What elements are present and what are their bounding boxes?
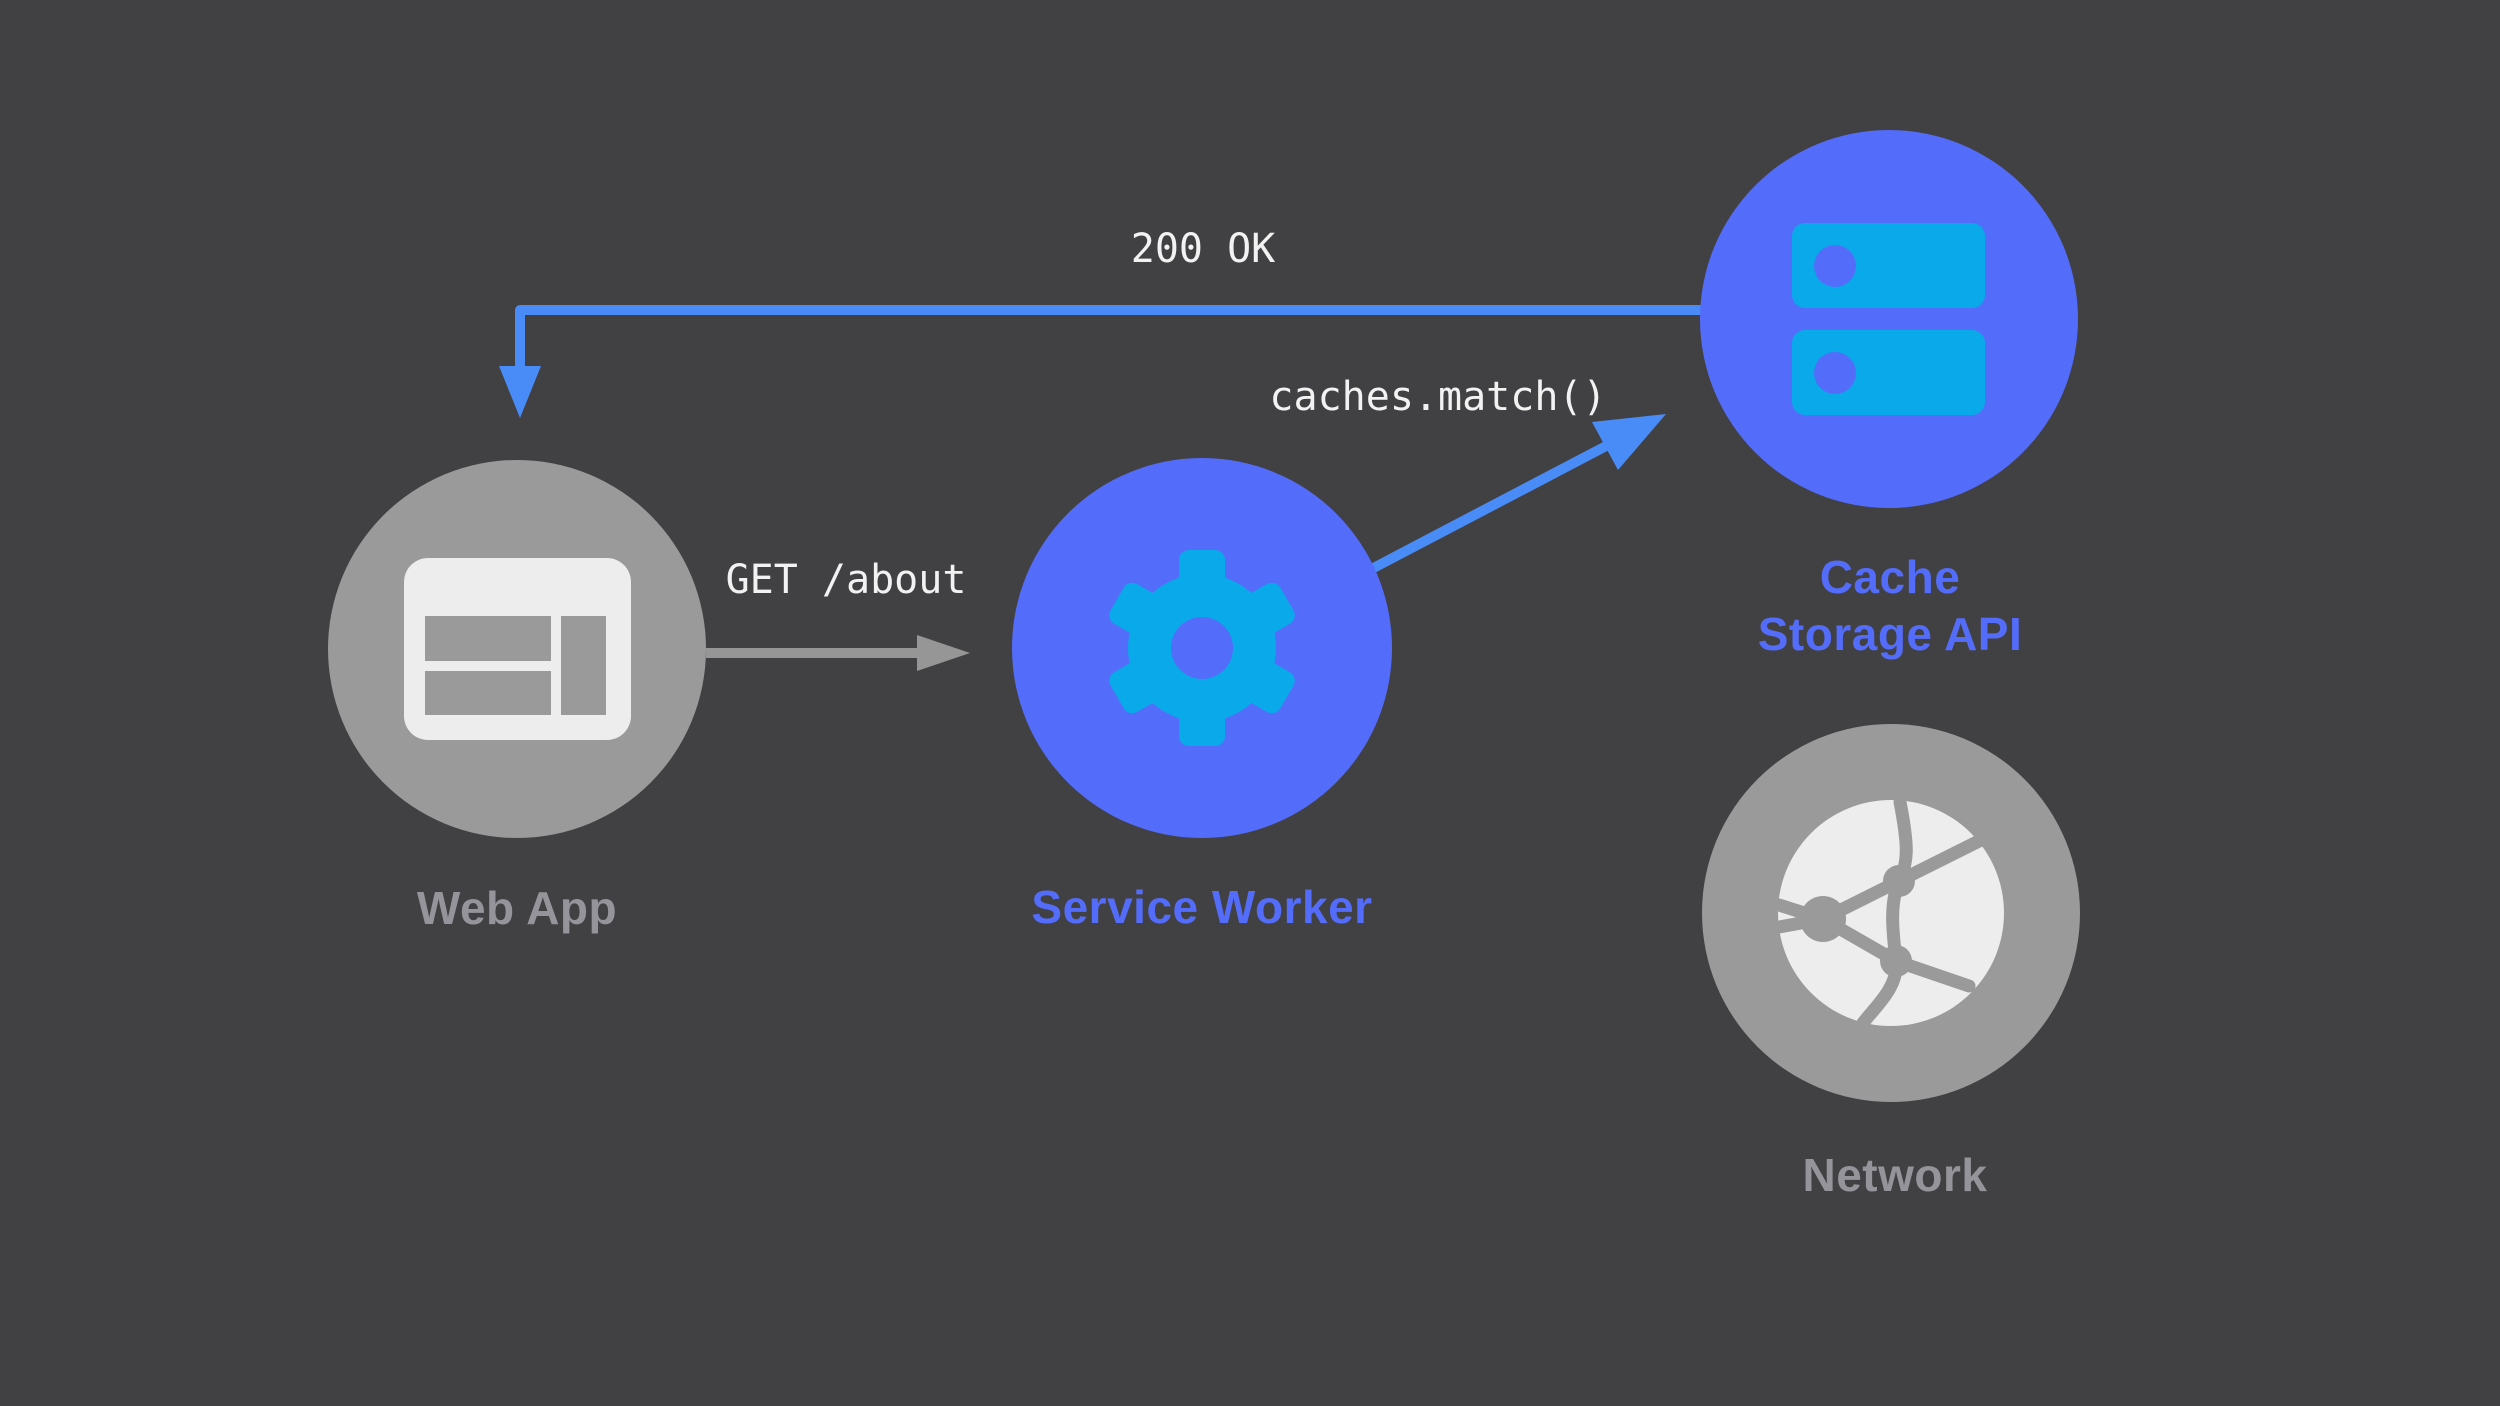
response-arrow-line — [515, 305, 1725, 370]
gear-icon — [1109, 550, 1295, 746]
cache-storage-label-line1: Cache — [1819, 551, 1961, 603]
response-edge-label: 200 OK — [1130, 226, 1276, 272]
service-worker-node — [1012, 458, 1392, 838]
server-rack-bottom — [1792, 329, 1985, 415]
server-rack-bottom-light — [1814, 351, 1856, 394]
service-worker-label: Service Worker — [1031, 881, 1373, 933]
response-arrow — [499, 305, 1725, 418]
cache-lookup-arrowhead — [1592, 414, 1666, 470]
response-arrowhead — [499, 366, 541, 418]
gear-hole — [1171, 617, 1233, 679]
cache-lookup-edge-label: caches.match() — [1269, 374, 1607, 420]
cache-storage-label-line2: Storage API — [1757, 608, 2023, 660]
cache-lookup-arrow — [1359, 414, 1666, 579]
cache-lookup-arrow-line — [1359, 440, 1611, 579]
request-edge-label: GET /about — [725, 557, 967, 603]
cache-storage-node — [1700, 130, 2078, 508]
server-stack-icon — [1792, 222, 1985, 415]
server-rack-top-light — [1814, 244, 1856, 287]
network-node — [1702, 724, 2080, 1102]
cache-storage-label: Cache Storage API — [1690, 549, 2090, 663]
globe-icon — [1772, 795, 2004, 1030]
web-app-node — [328, 460, 706, 838]
network-label: Network — [1802, 1149, 1988, 1201]
browser-window-icon — [403, 558, 631, 740]
server-rack-top — [1792, 222, 1985, 308]
request-arrow — [706, 635, 970, 671]
browser-pane-top-left — [424, 616, 551, 661]
browser-pane-right — [560, 616, 606, 715]
browser-pane-bottom-left — [424, 671, 551, 715]
web-app-label: Web App — [416, 882, 618, 934]
globe-nodes — [1800, 865, 1915, 977]
request-arrowhead — [917, 635, 970, 671]
